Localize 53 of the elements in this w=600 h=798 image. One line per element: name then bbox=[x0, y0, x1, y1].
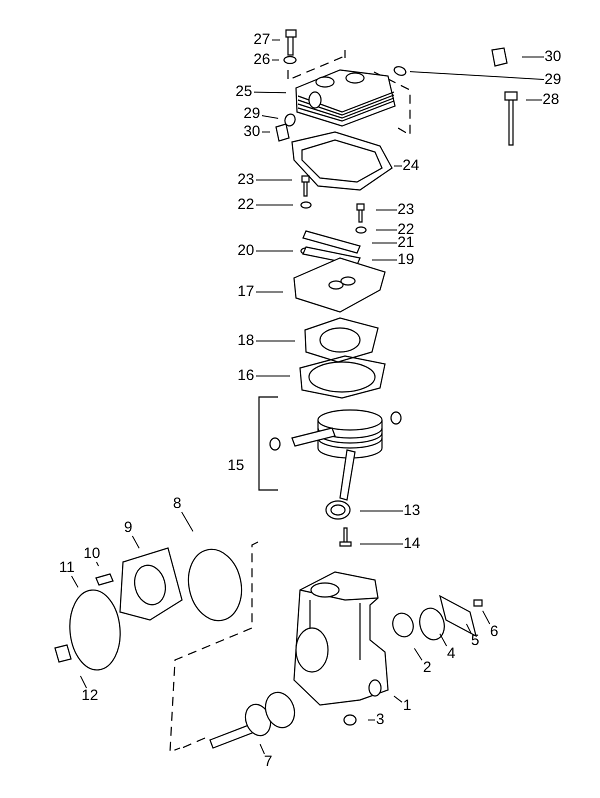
callout-number: 24 bbox=[402, 158, 420, 174]
callout-number: 30 bbox=[544, 49, 562, 65]
callout-number: 22 bbox=[396, 222, 416, 238]
callout-number: 23 bbox=[396, 202, 416, 218]
leader-line bbox=[360, 510, 404, 512]
callout-number: 25 bbox=[234, 84, 254, 100]
callout-number: 7 bbox=[263, 754, 274, 770]
leader-line bbox=[439, 633, 448, 646]
leader-line bbox=[181, 512, 194, 532]
leader-line bbox=[466, 623, 472, 634]
leader-line bbox=[96, 562, 100, 567]
callout-number: 4 bbox=[446, 646, 456, 662]
callout-number: 20 bbox=[236, 243, 256, 259]
callout-number: 27 bbox=[252, 32, 272, 48]
callout-number: 19 bbox=[396, 252, 416, 268]
leader-line bbox=[522, 56, 544, 58]
callout-number: 13 bbox=[402, 503, 422, 519]
callout-number: 9 bbox=[123, 520, 134, 536]
leader-line bbox=[482, 610, 490, 624]
callout-number: 17 bbox=[236, 284, 256, 300]
leader-line bbox=[71, 576, 79, 588]
leader-line bbox=[260, 744, 265, 754]
callout-number: 28 bbox=[542, 92, 560, 108]
callout-number: 8 bbox=[172, 496, 182, 512]
leader-line bbox=[262, 115, 279, 119]
callout-number: 11 bbox=[58, 560, 76, 576]
leader-line bbox=[372, 242, 398, 244]
callout-number: 29 bbox=[544, 72, 562, 88]
callout-number: 30 bbox=[242, 124, 262, 140]
callout-number: 15 bbox=[226, 458, 246, 474]
leader-line bbox=[393, 696, 402, 703]
callout-number: 2 bbox=[422, 660, 432, 676]
callout-number: 26 bbox=[252, 52, 272, 68]
callout-number: 18 bbox=[236, 333, 256, 349]
callout-number: 14 bbox=[402, 536, 422, 552]
leader-line bbox=[256, 250, 294, 252]
callout-number: 21 bbox=[396, 235, 416, 251]
leader-line bbox=[256, 204, 294, 206]
callout-number: 1 bbox=[402, 698, 412, 714]
callout-number: 23 bbox=[236, 172, 256, 188]
callout-number: 12 bbox=[80, 688, 100, 704]
leader-line bbox=[414, 648, 422, 661]
leader-line bbox=[132, 536, 140, 549]
callout-number: 6 bbox=[489, 624, 500, 640]
callout-number: 3 bbox=[375, 712, 386, 728]
callout-number: 29 bbox=[242, 106, 262, 122]
callout-number: 16 bbox=[236, 368, 256, 384]
leader-line bbox=[256, 340, 296, 342]
leader-line bbox=[80, 675, 87, 688]
callout-number: 22 bbox=[236, 197, 256, 213]
leader-line bbox=[409, 71, 544, 80]
callout-number: 10 bbox=[82, 546, 102, 562]
leader-line bbox=[254, 92, 286, 94]
